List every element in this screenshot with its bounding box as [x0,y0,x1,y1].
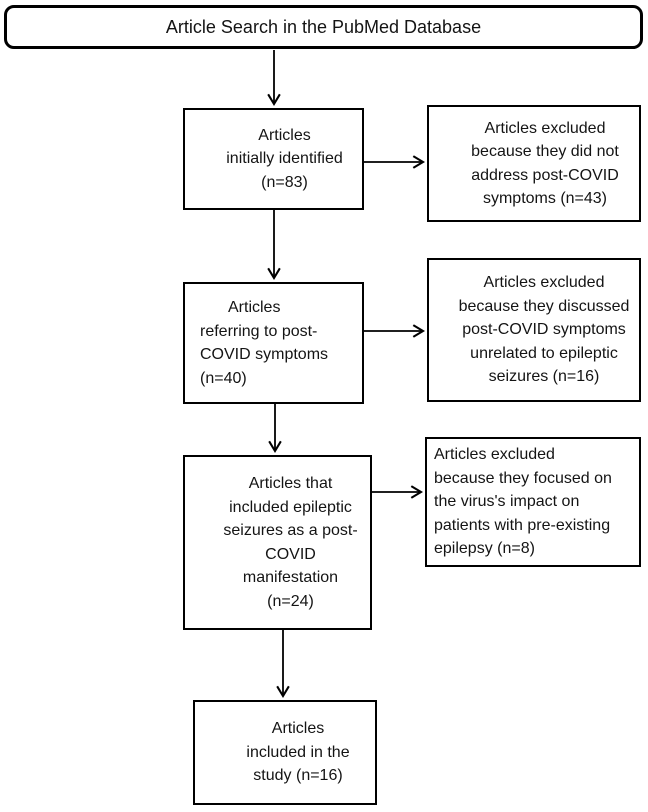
box-articles-initially-identified-text: Articles initially identified (n=83) [226,126,343,191]
box-title: Article Search in the PubMed Database [4,5,643,49]
box-articles-included-seizures-text: Articles that included epileptic seizure… [223,475,358,610]
box-articles-included-study-text: Articles included in the study (n=16) [246,720,350,785]
box-excluded-unrelated-seizures: Articles excluded because they discussed… [427,258,641,402]
box-articles-referring-postcovid-text: Articles referring to post- COVID sympto… [200,299,329,387]
box-excluded-unrelated-seizures-text: Articles excluded because they discussed… [458,274,630,386]
box-articles-included-study: Articles included in the study (n=16) [193,700,377,805]
box-excluded-not-postcovid-text: Articles excluded because they did not a… [471,119,619,208]
box-excluded-preexisting-epilepsy-text: Articles excluded because they focused o… [434,446,612,558]
box-articles-referring-postcovid: Articles referring to post- COVID sympto… [183,282,364,404]
box-articles-initially-identified: Articles initially identified (n=83) [183,108,364,210]
box-articles-included-seizures: Articles that included epileptic seizure… [183,455,372,630]
title-label: Article Search in the PubMed Database [165,17,482,37]
box-excluded-not-postcovid: Articles excluded because they did not a… [427,105,641,222]
box-excluded-preexisting-epilepsy: Articles excluded because they focused o… [425,437,641,567]
